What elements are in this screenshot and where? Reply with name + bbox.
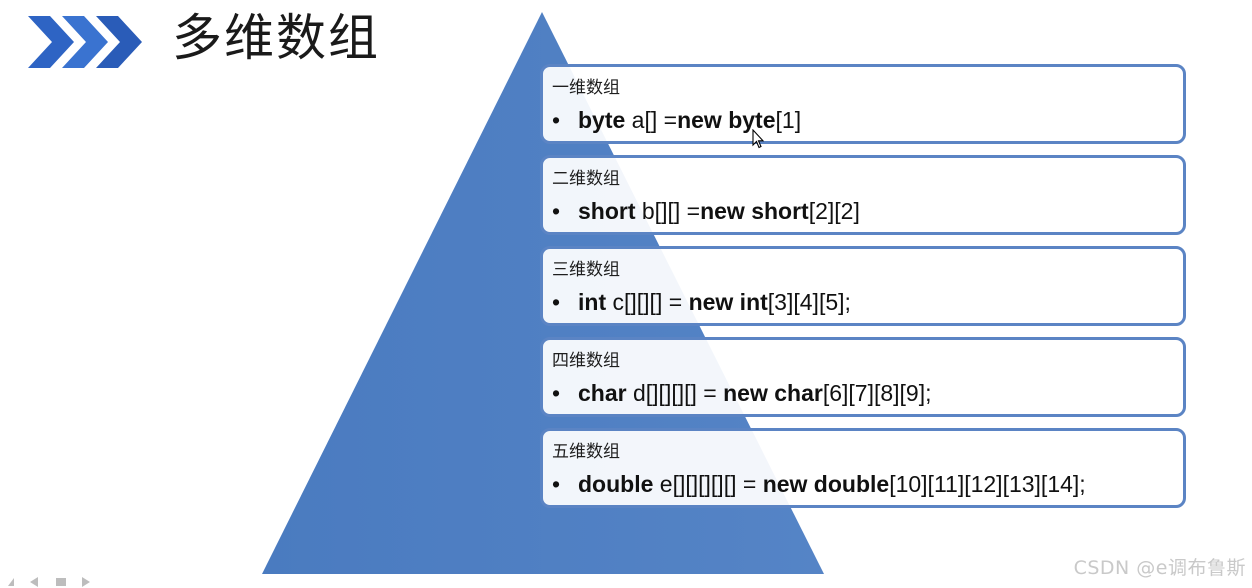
code-text: [6][7][8][9];	[822, 380, 932, 406]
code-keyword: char	[578, 380, 627, 406]
code-line: • char d[][][][] = new char[6][7][8][9];	[552, 378, 1173, 408]
array-card: 二维数组 • short b[][] =new short[2][2]	[540, 155, 1186, 235]
card-title: 一维数组	[552, 78, 620, 98]
code-line: • short b[][] =new short[2][2]	[552, 196, 1173, 226]
slide-title: 多维数组	[172, 9, 380, 67]
code-keyword: new char	[723, 380, 823, 406]
code-text: a[] =	[625, 107, 678, 133]
code-keyword: new short	[700, 198, 809, 224]
card-title: 四维数组	[552, 351, 620, 371]
code-line: • int c[][][] = new int[3][4][5];	[552, 287, 1173, 317]
card-title: 三维数组	[552, 260, 620, 280]
code-keyword: double	[578, 471, 654, 497]
bullet: •	[552, 380, 561, 406]
code-line: • byte a[] =new byte[1]	[552, 105, 1173, 135]
bullet: •	[552, 198, 561, 224]
code-keyword: short	[578, 198, 636, 224]
card-title: 五维数组	[552, 442, 620, 462]
code-text: c[][][] =	[606, 289, 689, 315]
card-title: 二维数组	[552, 169, 620, 189]
bullet: •	[552, 289, 561, 315]
array-card: 三维数组 • int c[][][] = new int[3][4][5];	[540, 246, 1186, 326]
code-text: [2][2]	[808, 198, 860, 224]
code-text: d[][][][] =	[626, 380, 724, 406]
code-keyword: new int	[688, 289, 768, 315]
mouse-cursor-icon	[752, 129, 764, 149]
code-text: b[][] =	[635, 198, 701, 224]
code-keyword: int	[578, 289, 607, 315]
code-text: [3][4][5];	[767, 289, 851, 315]
code-keyword: new byte	[677, 107, 776, 133]
code-line: • double e[][][][][] = new double[10][11]…	[552, 469, 1173, 499]
chevron-arrows-icon	[28, 16, 142, 68]
bullet: •	[552, 107, 561, 133]
code-keyword: byte	[578, 107, 626, 133]
array-card: 五维数组 • double e[][][][][] = new double[10]…	[540, 428, 1186, 508]
slideshow-controls[interactable]	[4, 576, 124, 588]
array-level-list: 一维数组 • byte a[] =new byte[1] 二维数组 • short b[]…	[540, 64, 1186, 519]
code-text: [10][11][12][13][14];	[889, 471, 1086, 497]
code-text: e[][][][][] =	[653, 471, 763, 497]
array-card: 四维数组 • char d[][][][] = new char[6][7][8][…	[540, 337, 1186, 417]
bullet: •	[552, 471, 561, 497]
array-card: 一维数组 • byte a[] =new byte[1]	[540, 64, 1186, 144]
code-text: [1]	[775, 107, 802, 133]
code-keyword: new double	[762, 471, 890, 497]
watermark: CSDN @e调布鲁斯	[1073, 557, 1246, 579]
